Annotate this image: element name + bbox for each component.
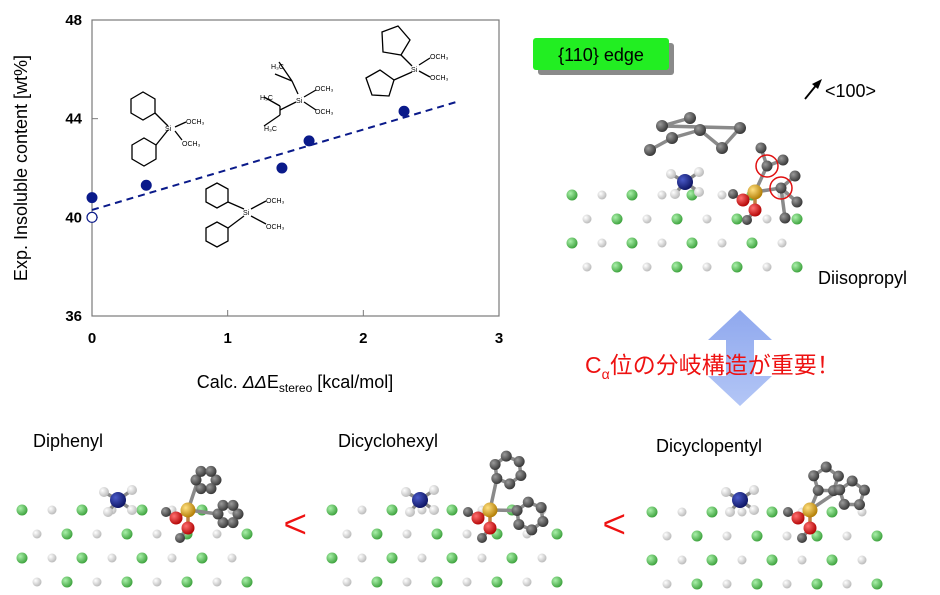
diphenyl-structure-icon: Si OCH₃ OCH₃ [130, 91, 205, 167]
x-axis-label: Calc. ΔΔEstereo [kcal/mol] [197, 372, 394, 395]
dicyclopentyl-surface-model [646, 461, 883, 590]
svg-text:H₃C: H₃C [264, 126, 277, 133]
svg-text:OCH₃: OCH₃ [430, 54, 449, 61]
svg-text:{110} edge: {110} edge [558, 45, 644, 65]
svg-text:<100>: <100> [825, 81, 876, 101]
y-tick-label: 48 [65, 12, 82, 29]
alpha-carbon-highlight [769, 176, 793, 200]
dicyclohexyl-structure-icon: Si OCH₃ OCH₃ [205, 182, 285, 248]
label-diphenyl: Diphenyl [33, 431, 103, 451]
svg-text:Si: Si [296, 98, 303, 105]
x-tick-label: 0 [88, 330, 96, 347]
diisopropyl-structure-icon: Si H₃C H₃C H₃C OCH₃ OCH₃ [260, 61, 334, 133]
double-arrow [708, 310, 772, 406]
surface-lattice [566, 189, 803, 273]
data-point [398, 105, 410, 117]
y-axis-label: Exp. Insoluble content [wt%] [11, 55, 31, 281]
dicyclohexyl-surface-model [326, 450, 563, 588]
svg-text:OCH₃: OCH₃ [186, 119, 205, 126]
svg-text:OCH₃: OCH₃ [182, 141, 201, 148]
label-dicyclohexyl: Dicyclohexyl [338, 431, 438, 451]
data-point-open [86, 211, 98, 223]
trend-line [91, 100, 459, 211]
svg-text:OCH₃: OCH₃ [266, 198, 285, 205]
svg-text:OCH₃: OCH₃ [266, 224, 285, 231]
label-dicyclopentyl: Dicyclopentyl [656, 436, 762, 456]
svg-text:OCH₃: OCH₃ [430, 75, 449, 82]
less-than-2: < [602, 500, 627, 547]
plot-frame [91, 19, 500, 317]
less-than-1: < [283, 500, 308, 547]
data-point [303, 135, 315, 147]
surface-lattice [16, 504, 253, 588]
edge-badge: {110} edge [533, 38, 674, 75]
branching-note: Cα位の分岐構造が重要！ [585, 352, 840, 382]
y-tick-label: 36 [65, 308, 82, 325]
svg-text:Si: Si [165, 126, 172, 133]
data-point [86, 192, 98, 204]
diphenyl-surface-model [16, 465, 253, 588]
svg-text:OCH₃: OCH₃ [315, 109, 334, 116]
label-diisopropyl: Diisopropyl [818, 268, 907, 288]
x-tick-label: 3 [495, 330, 503, 347]
svg-text:H₃C: H₃C [260, 95, 273, 102]
dicyclopentyl-structure-icon: Si OCH₃ OCH₃ [365, 25, 449, 97]
alpha-carbon-highlight [755, 154, 779, 178]
x-tick-label: 1 [223, 330, 231, 347]
y-tick-label: 44 [65, 111, 82, 128]
data-points [86, 105, 410, 223]
data-point [140, 179, 152, 191]
scatter-chart: 36 40 44 48 0 1 2 3 Exp. Insoluble content [wt… [11, 12, 503, 395]
x-axis-ticks: 0 1 2 3 [88, 310, 503, 347]
y-tick-label: 40 [65, 209, 82, 226]
surface-lattice [326, 504, 563, 588]
svg-text:H₃C: H₃C [271, 64, 284, 71]
y-axis-ticks: 36 40 44 48 [65, 12, 98, 325]
direction-indicator: <100> [804, 79, 876, 101]
x-tick-label: 2 [359, 330, 367, 347]
data-point [276, 162, 288, 174]
diisopropyl-surface-model [566, 112, 803, 273]
svg-text:Si: Si [243, 210, 250, 217]
svg-text:OCH₃: OCH₃ [315, 86, 334, 93]
surface-lattice [646, 506, 883, 590]
svg-text:Si: Si [411, 67, 418, 74]
